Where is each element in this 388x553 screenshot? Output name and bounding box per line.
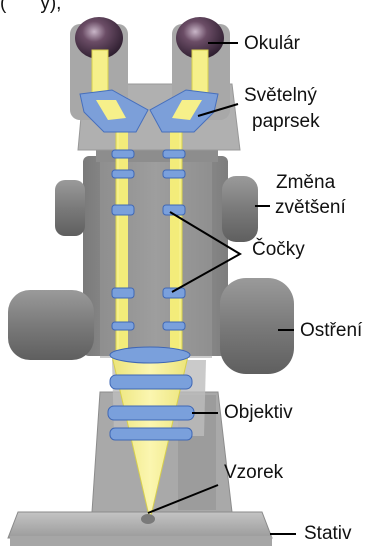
label-lenses: Čočky [252,239,305,260]
label-stand: Stativ [304,523,352,544]
microscope-body [83,140,228,358]
stand-base [8,512,272,546]
label-zoom-2: zvětšení [275,197,346,218]
label-light-beam-1: Světelný [244,85,317,106]
label-focus: Ostření [300,320,362,341]
label-sample: Vzorek [224,462,283,483]
label-zoom-1: Změna [276,172,335,193]
label-eyepiece: Okulár [244,33,300,54]
sample-dot [141,514,155,524]
label-light-beam-2: paprsek [252,111,320,132]
label-objective: Objektiv [224,402,293,423]
